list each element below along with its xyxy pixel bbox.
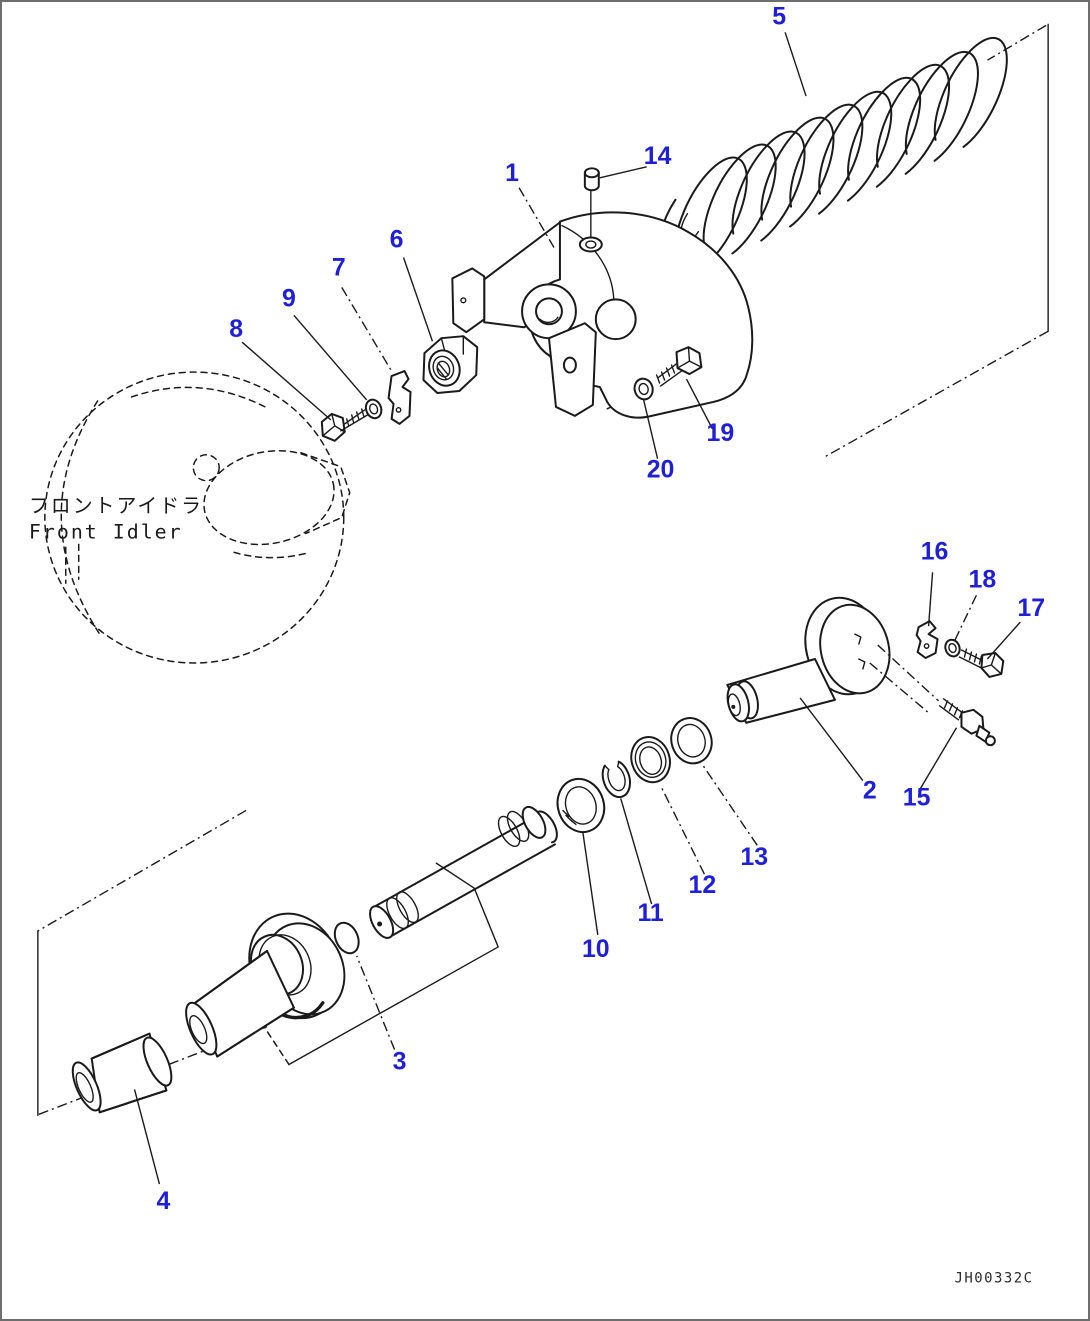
callout-16: 16 <box>921 537 949 565</box>
callout-18: 18 <box>969 565 997 593</box>
section-boundary-lines <box>37 23 1049 1117</box>
part-name-english: Front Idler <box>29 520 183 543</box>
callout-6: 6 <box>390 226 404 254</box>
callout-7: 7 <box>332 253 346 281</box>
seal-ring-drawings <box>556 717 713 834</box>
callout-11: 11 <box>637 899 663 927</box>
callout-19: 19 <box>707 419 735 447</box>
bushing-drawing <box>71 1032 173 1114</box>
callout-13: 13 <box>740 843 768 871</box>
nut-and-lock-hardware-drawing <box>320 335 479 442</box>
callout-10: 10 <box>582 935 610 963</box>
yoke-bracket-drawing <box>451 167 754 419</box>
callout-15: 15 <box>903 783 931 811</box>
callout-8: 8 <box>229 315 243 343</box>
plug-drawing <box>333 921 360 955</box>
callout-9: 9 <box>282 284 296 312</box>
pad-bolt-washer-drawing <box>633 346 703 401</box>
front-idler-hidden-outline <box>44 371 351 664</box>
callout-14: 14 <box>644 142 672 170</box>
callout-2: 2 <box>863 776 877 804</box>
part-name-japanese: フロントアイドラ <box>29 495 203 518</box>
callout-12: 12 <box>689 871 717 899</box>
callout-5: 5 <box>772 2 786 30</box>
leader-lines <box>133 32 1021 1185</box>
callout-20: 20 <box>647 456 675 484</box>
callout-numbers: 1 2 3 4 5 6 7 8 9 10 11 12 13 14 15 16 1… <box>156 2 1045 1215</box>
text-labels: フロントアイドラ Front Idler JH00332C <box>29 495 1033 1287</box>
piston-drawing <box>185 912 346 1058</box>
drawing-code: JH00332C <box>954 1271 1033 1287</box>
callout-4: 4 <box>156 1187 170 1215</box>
recoil-spring-drawing <box>658 36 1008 268</box>
rod-drawing <box>333 805 558 955</box>
callout-3: 3 <box>393 1047 407 1075</box>
callout-17: 17 <box>1017 594 1045 622</box>
cylinder-drawing <box>726 596 1005 747</box>
callout-1: 1 <box>505 159 519 187</box>
subassembly-panel-outline <box>263 862 499 1066</box>
